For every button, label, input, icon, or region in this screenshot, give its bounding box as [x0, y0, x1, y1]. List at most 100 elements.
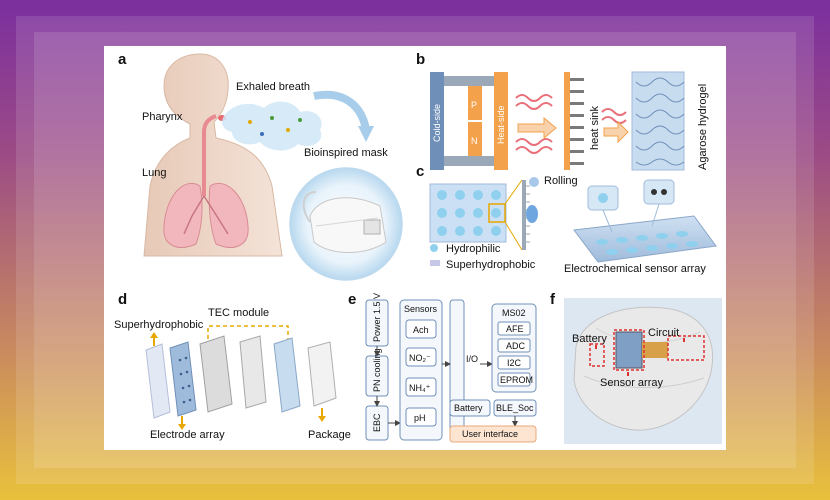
panel-c: c Rolling Hydrophilic Superhydrophobic [416, 163, 717, 275]
heat-side-label: Heat-side [496, 105, 506, 144]
electrode-zoom-dot [651, 189, 657, 195]
figure-canvas: a Exhaled breath Pharynx Lung Bioinspire… [114, 51, 722, 444]
breath-cloud [222, 101, 322, 151]
ms02-afe-label: AFE [506, 324, 524, 334]
heat-side-plate [494, 72, 508, 170]
pinned-droplet [526, 205, 538, 223]
tec-module-bracket [207, 325, 289, 346]
panel-e: e Power 1.5 V PN cooling EBC Sensors Ach… [348, 291, 537, 443]
sensor-nh4-box [405, 377, 437, 397]
zoom-connector [602, 209, 613, 233]
mask-photo [573, 306, 714, 431]
n-label: N [471, 136, 478, 146]
mask-seam [583, 375, 705, 388]
superhydrophobic-pointer-head [150, 332, 158, 338]
panel-b: b Cold-side P N Heat-side heat sink [416, 51, 709, 171]
agarose-hydrogel-block [631, 71, 685, 171]
tec-plate-2 [239, 335, 267, 409]
circuit-highlight [667, 335, 705, 361]
heat-wave [515, 146, 553, 154]
sensor-ach-label: Ach [413, 325, 429, 335]
panel-a: a Exhaled breath Pharynx Lung Bioinspire… [118, 51, 403, 281]
electrode-array-layer [169, 341, 197, 417]
cold-side-plate [430, 72, 444, 170]
mask-module [363, 219, 381, 235]
hydrophilic-legend-swatch [430, 244, 438, 252]
pn-cooling-label: PN cooling [372, 348, 382, 392]
breath-molecule [270, 116, 274, 120]
superhydrophobic-legend-swatch [430, 260, 440, 266]
trachea [202, 114, 217, 196]
ms02-afe-box [497, 321, 531, 336]
panel-c-label: c [416, 163, 424, 180]
breath-molecule [286, 128, 290, 132]
sensor-nh4-label: NH₄⁺ [409, 383, 431, 393]
breath-molecule [260, 132, 264, 136]
heat-flow-arrow [517, 116, 557, 140]
electrode-array-dots [178, 356, 192, 404]
tec-plate-1 [199, 335, 233, 413]
rolling-label: Rolling [544, 175, 578, 187]
agarose-hydrogel-label: Agarose hydrogel [697, 84, 709, 170]
electrode-array-label: Electrode array [150, 429, 225, 441]
circuit-label: Circuit [648, 327, 679, 339]
heat-wave [515, 102, 553, 110]
superhydrophobic-label: Superhydrophobic [114, 319, 204, 331]
user-interface-label: User interface [462, 429, 518, 439]
cooling-arrow [603, 120, 629, 144]
n-leg [468, 122, 482, 156]
sensor-no2-label: NO₂⁻ [409, 353, 431, 363]
sensors-title: Sensors [404, 304, 438, 314]
sensor-ph-label: pH [414, 413, 426, 423]
ms02-i2c-box [497, 355, 531, 370]
panel-a-label: a [118, 51, 127, 68]
sensor-array-highlight [613, 329, 645, 371]
n-connector [444, 156, 494, 166]
ms02-adc-label: ADC [506, 341, 526, 351]
f-sensor-array-label: Sensor array [600, 377, 663, 389]
electrochemical-sensor-array-label: Electrochemical sensor array [564, 263, 706, 275]
hydrophilic-legend-label: Hydrophilic [446, 243, 501, 255]
bronchi [183, 195, 229, 235]
hydrogel-texture [635, 77, 685, 166]
superhydrophobic-legend-label: Superhydrophobic [446, 259, 536, 271]
io-bar [449, 299, 465, 441]
panel-d-label: d [118, 291, 127, 308]
ms02-eprom-box [497, 372, 531, 387]
ble-soc-label: BLE_Soc [496, 403, 534, 413]
figure-panel: a Exhaled breath Pharynx Lung Bioinspire… [104, 46, 726, 450]
heat-wave [515, 138, 553, 146]
package-shell [307, 341, 337, 407]
heat-sink-label: heat sink [589, 105, 601, 150]
hydrogel-layer [273, 337, 301, 413]
bioinspired-mask-label: Bioinspired mask [304, 147, 388, 159]
package-label: Package [308, 429, 351, 441]
cold-side-label: Cold-side [432, 104, 442, 142]
right-lung [208, 183, 249, 248]
panel-f: f Battery Circuit Sensor array [550, 291, 722, 444]
ebc-label: EBC [372, 413, 382, 432]
electrode-zoom-2 [643, 179, 675, 205]
zoom-line [504, 221, 523, 251]
sensor-no2-box [405, 347, 437, 367]
panel-b-label: b [416, 51, 425, 68]
p-connector [444, 76, 494, 86]
breath-molecule [248, 120, 252, 124]
breath-molecule [298, 118, 302, 122]
lung-label: Lung [142, 167, 166, 179]
sensor-array-chip [615, 331, 643, 369]
flex-cable [642, 342, 668, 358]
rolling-droplet [529, 177, 539, 187]
p-label: P [471, 100, 477, 110]
heat-sink-fins [570, 78, 584, 165]
ms02-adc-box [497, 338, 531, 353]
sensor-ph-box [405, 407, 437, 427]
sensor-array-electrodes [596, 231, 698, 255]
package-pointer-head [318, 416, 326, 422]
superhydrophobic-layer [145, 343, 171, 419]
exhaled-breath-label: Exhaled breath [236, 81, 310, 93]
heat-wave [601, 116, 627, 124]
mask-illustration [309, 197, 387, 253]
sensor-ach-box [405, 319, 437, 339]
surface-profile [522, 180, 526, 250]
